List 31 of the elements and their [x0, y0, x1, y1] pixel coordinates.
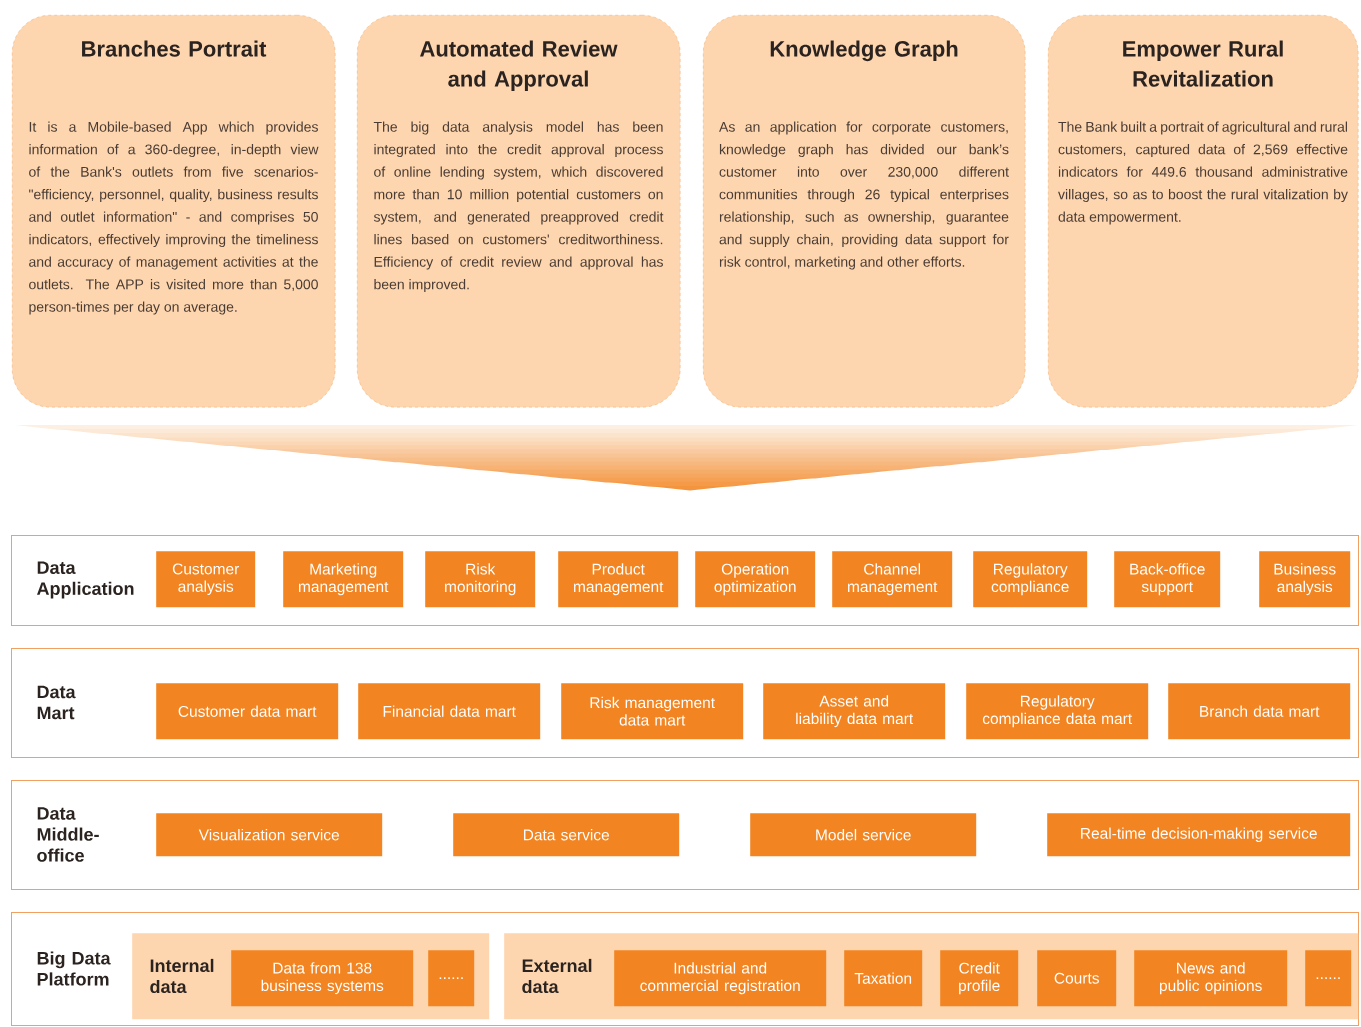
- category-box: News and public opinions: [1134, 950, 1288, 1007]
- category-box: Financial data mart: [358, 683, 541, 740]
- category-box: Branch data mart: [1168, 683, 1351, 740]
- category-box: Taxation: [844, 950, 923, 1007]
- category-box: Product management: [558, 551, 679, 608]
- category-box: Credit profile: [940, 950, 1019, 1007]
- category-box: Regulatory compliance: [973, 551, 1088, 608]
- category-box: Customer data mart: [156, 683, 339, 740]
- category-box: Model service: [750, 813, 977, 857]
- category-box: Visualization service: [156, 813, 383, 857]
- category-box: Industrial and commercial registration: [614, 950, 827, 1007]
- category-box: Risk monitoring: [425, 551, 536, 608]
- category-box: Risk management data mart: [561, 683, 744, 740]
- category-box: ......: [428, 950, 475, 1007]
- category-box: Regulatory compliance data mart: [966, 683, 1149, 740]
- category-box: Back-office support: [1114, 551, 1221, 608]
- category-box: Data service: [453, 813, 680, 857]
- category-box: Asset and liability data mart: [763, 683, 946, 740]
- info-card: Empower Rural Revitalization The Bank built a portrait of agricultural and rural customers, captured data of 2,569 effective indicators for 449.6 thousand administrative villages, so as to boost the rural vitalization by data empowerment.: [1048, 15, 1359, 408]
- category-box: Channel management: [832, 551, 953, 608]
- category-box: ......: [1305, 950, 1352, 1007]
- info-card: Knowledge Graph As an application for corporate customers, knowledge graph has divided our bank’s customer into over 230,000 different communities through 26 typical enterprises relationship, such as ownership, guarantee and supply chain, providing data support for risk control, marketing and other efforts.: [703, 15, 1026, 408]
- info-card: Automated Review and Approval The big data analysis model has been integrated into the credit approval process of online lending system, which discovered more than 10 million potential customers on system, and generated preapproved credit lines based on customers' creditworthiness. Efficiency of credit review and approval has been improved.: [357, 15, 681, 408]
- category-box: Courts: [1037, 950, 1117, 1007]
- category-box: Real-time decision-making service: [1047, 813, 1351, 857]
- category-box: Customer analysis: [156, 551, 256, 608]
- category-box: Data from 138 business systems: [231, 950, 414, 1007]
- info-card: Branches Portrait It is a Mobile-based App which provides information of a 360-degree, in-depth view of the Bank's outlets from five scenarios- "efficiency, personnel, quality, business results and outlet information" - and comprises 50 indicators, effectively improving the timeliness and accuracy of management activities at the outlets. The APP is visited more than 5,000 person-times per day on average.: [12, 15, 336, 408]
- category-box: Business analysis: [1259, 551, 1351, 608]
- category-box: Marketing management: [283, 551, 404, 608]
- category-box: Operation optimization: [695, 551, 816, 608]
